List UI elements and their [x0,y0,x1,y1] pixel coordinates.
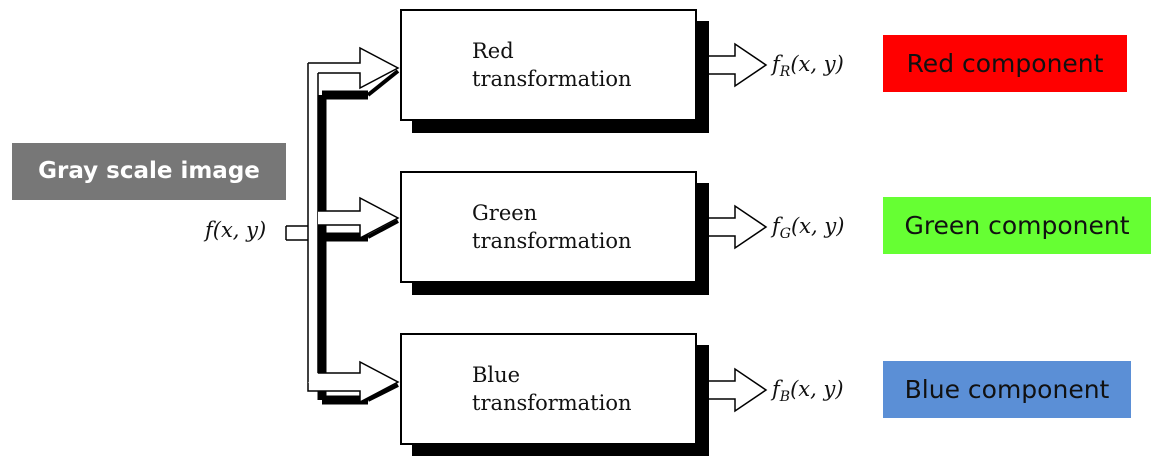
green-transformation-line1: Green [472,201,538,225]
bus-outline [307,63,319,383]
blue-transformation-box: Blue transformation [400,333,697,445]
blue-output-label: fB(x, y) [772,377,844,405]
blue-transformation-line1: Blue [472,363,521,387]
gray-scale-image-tag: Gray scale image [12,143,286,200]
blue-output-arrow [697,367,768,413]
red-output-label: fR(x, y) [772,52,844,80]
red-transformation-line1: Red [472,39,514,63]
red-component-tag: Red component [883,35,1127,92]
blue-transformation-label: Blue transformation [472,361,632,417]
green-transformation-label: Green transformation [472,199,632,255]
red-input-arrow-shadow [366,69,400,97]
red-transformation-box: Red transformation [400,9,697,121]
red-input-arrow [308,46,400,90]
green-transformation-line2: transformation [472,229,632,253]
blue-transformation-line2: transformation [472,391,632,415]
red-output-arrow [697,42,768,88]
input-signal-label: f(x, y) [205,218,267,242]
bus-shadow [317,90,368,405]
blue-component-tag: Blue component [883,361,1131,418]
green-transformation-box: Green transformation [400,171,697,283]
input-arrow [285,225,308,241]
green-output-label: fG(x, y) [772,214,845,242]
red-transformation-label: Red transformation [472,37,632,93]
green-component-tag: Green component [883,197,1151,254]
green-input-arrow [318,196,400,240]
green-input-arrow-shadow [367,219,399,239]
red-transformation-line2: transformation [472,67,632,91]
green-output-arrow [697,204,768,250]
blue-input-arrow-shadow [367,383,399,402]
blue-input-arrow [307,360,400,404]
